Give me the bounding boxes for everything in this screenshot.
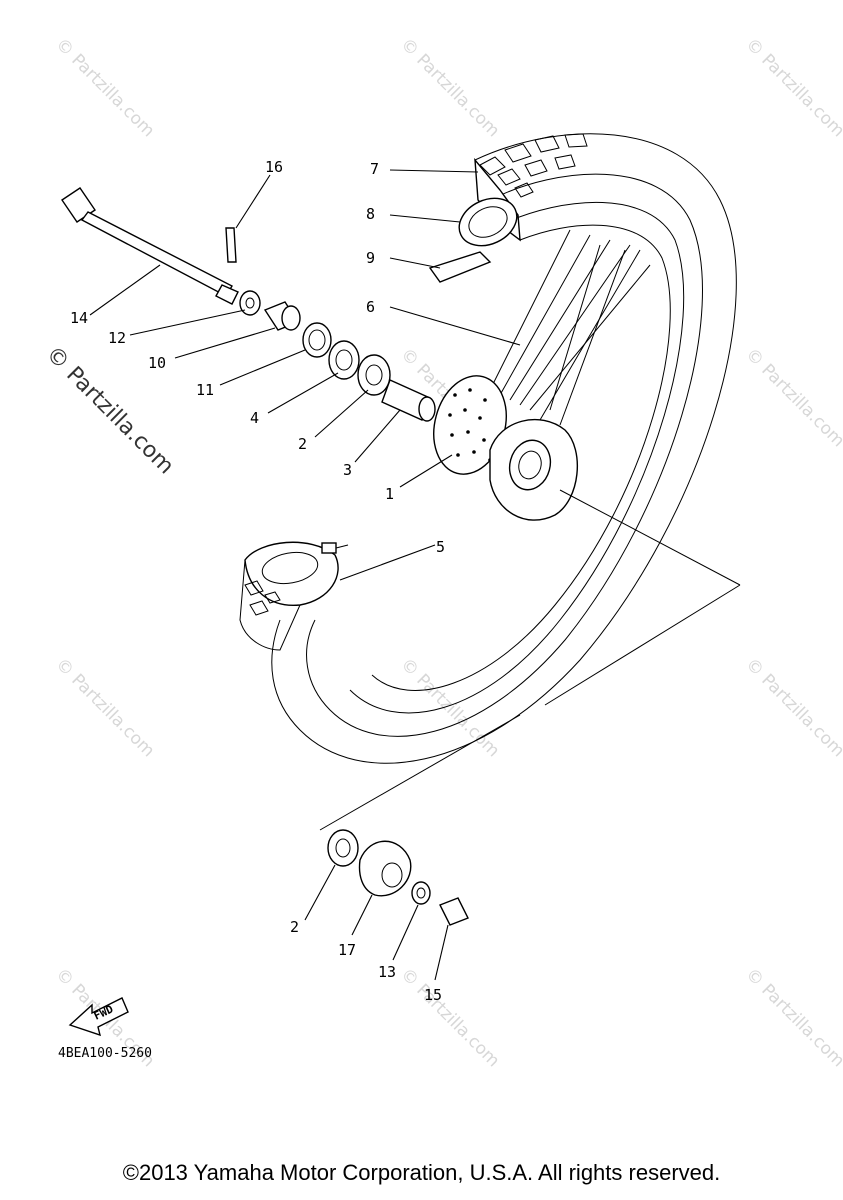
leader-lines xyxy=(89,169,521,981)
diagram-code: 4BEA100-5260 xyxy=(58,1046,152,1061)
callout-13: 13 xyxy=(378,963,396,981)
callout-11: 11 xyxy=(196,381,214,399)
rim-band xyxy=(428,251,492,283)
callout-14: 14 xyxy=(70,309,88,327)
washer-12 xyxy=(239,290,261,316)
callout-labels: 16 7 8 9 6 14 12 10 11 4 2 3 1 5 2 17 13… xyxy=(70,158,445,1004)
meter-clutch-17 xyxy=(358,840,412,897)
callout-17: 17 xyxy=(338,941,356,959)
watermark: © Partzilla.com xyxy=(396,964,503,1071)
watermark: © Partzilla.com xyxy=(741,344,843,451)
cotter-pin xyxy=(225,227,237,263)
callout-15: 15 xyxy=(424,986,442,1004)
callout-9: 9 xyxy=(366,249,375,267)
oil-seal-4 xyxy=(328,340,360,380)
watermark: © Partzilla.com xyxy=(51,34,158,141)
bearing-2 xyxy=(357,354,391,396)
callout-5: 5 xyxy=(436,538,445,556)
callout-1: 1 xyxy=(385,485,394,503)
callout-16: 16 xyxy=(265,158,283,176)
rim xyxy=(239,541,349,651)
callout-7: 7 xyxy=(370,160,379,178)
tube-and-rim-band xyxy=(428,197,518,283)
callout-12: 12 xyxy=(108,329,126,347)
bearing-2-lower xyxy=(327,829,359,867)
washer-13 xyxy=(411,881,431,905)
callout-3: 3 xyxy=(343,461,352,479)
spokes xyxy=(489,229,651,426)
wheel-hub xyxy=(433,375,578,521)
valve-stem xyxy=(321,542,337,554)
callout-4: 4 xyxy=(250,409,259,427)
callout-2-upper: 2 xyxy=(298,435,307,453)
callout-8: 8 xyxy=(366,205,375,223)
callout-2-lower: 2 xyxy=(290,918,299,936)
oil-seal-11 xyxy=(302,322,332,358)
tube xyxy=(458,197,518,247)
left-spacer-parts xyxy=(239,290,436,422)
callout-6: 6 xyxy=(366,298,375,316)
watermark: © Partzilla.com xyxy=(51,654,158,761)
watermark: © Partzilla.com xyxy=(741,34,843,141)
watermark: © Partzilla.com xyxy=(741,654,843,761)
spacer-3 xyxy=(381,379,431,421)
fwd-arrow: FWD xyxy=(68,997,129,1037)
callout-10: 10 xyxy=(148,354,166,372)
watermark: © Partzilla.com xyxy=(741,964,843,1071)
copyright-notice: ©2013 Yamaha Motor Corporation, U.S.A. A… xyxy=(122,1160,721,1185)
axle xyxy=(61,187,239,305)
watermark: © Partzilla.com xyxy=(396,34,503,141)
nut-15 xyxy=(439,897,469,926)
assembly-lines xyxy=(319,489,741,831)
lower-right-parts xyxy=(327,829,469,926)
